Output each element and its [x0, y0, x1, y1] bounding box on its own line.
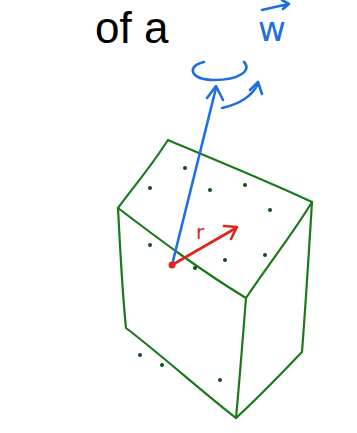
angular-velocity-label: w — [258, 12, 286, 46]
mass-dots — [138, 166, 272, 382]
position-vector — [172, 226, 237, 265]
origin-point — [169, 262, 176, 269]
angular-velocity-axis — [172, 0, 289, 265]
rigid-block — [118, 140, 312, 418]
title-fragment: of a — [95, 6, 168, 50]
position-vector-label: r — [196, 222, 204, 242]
